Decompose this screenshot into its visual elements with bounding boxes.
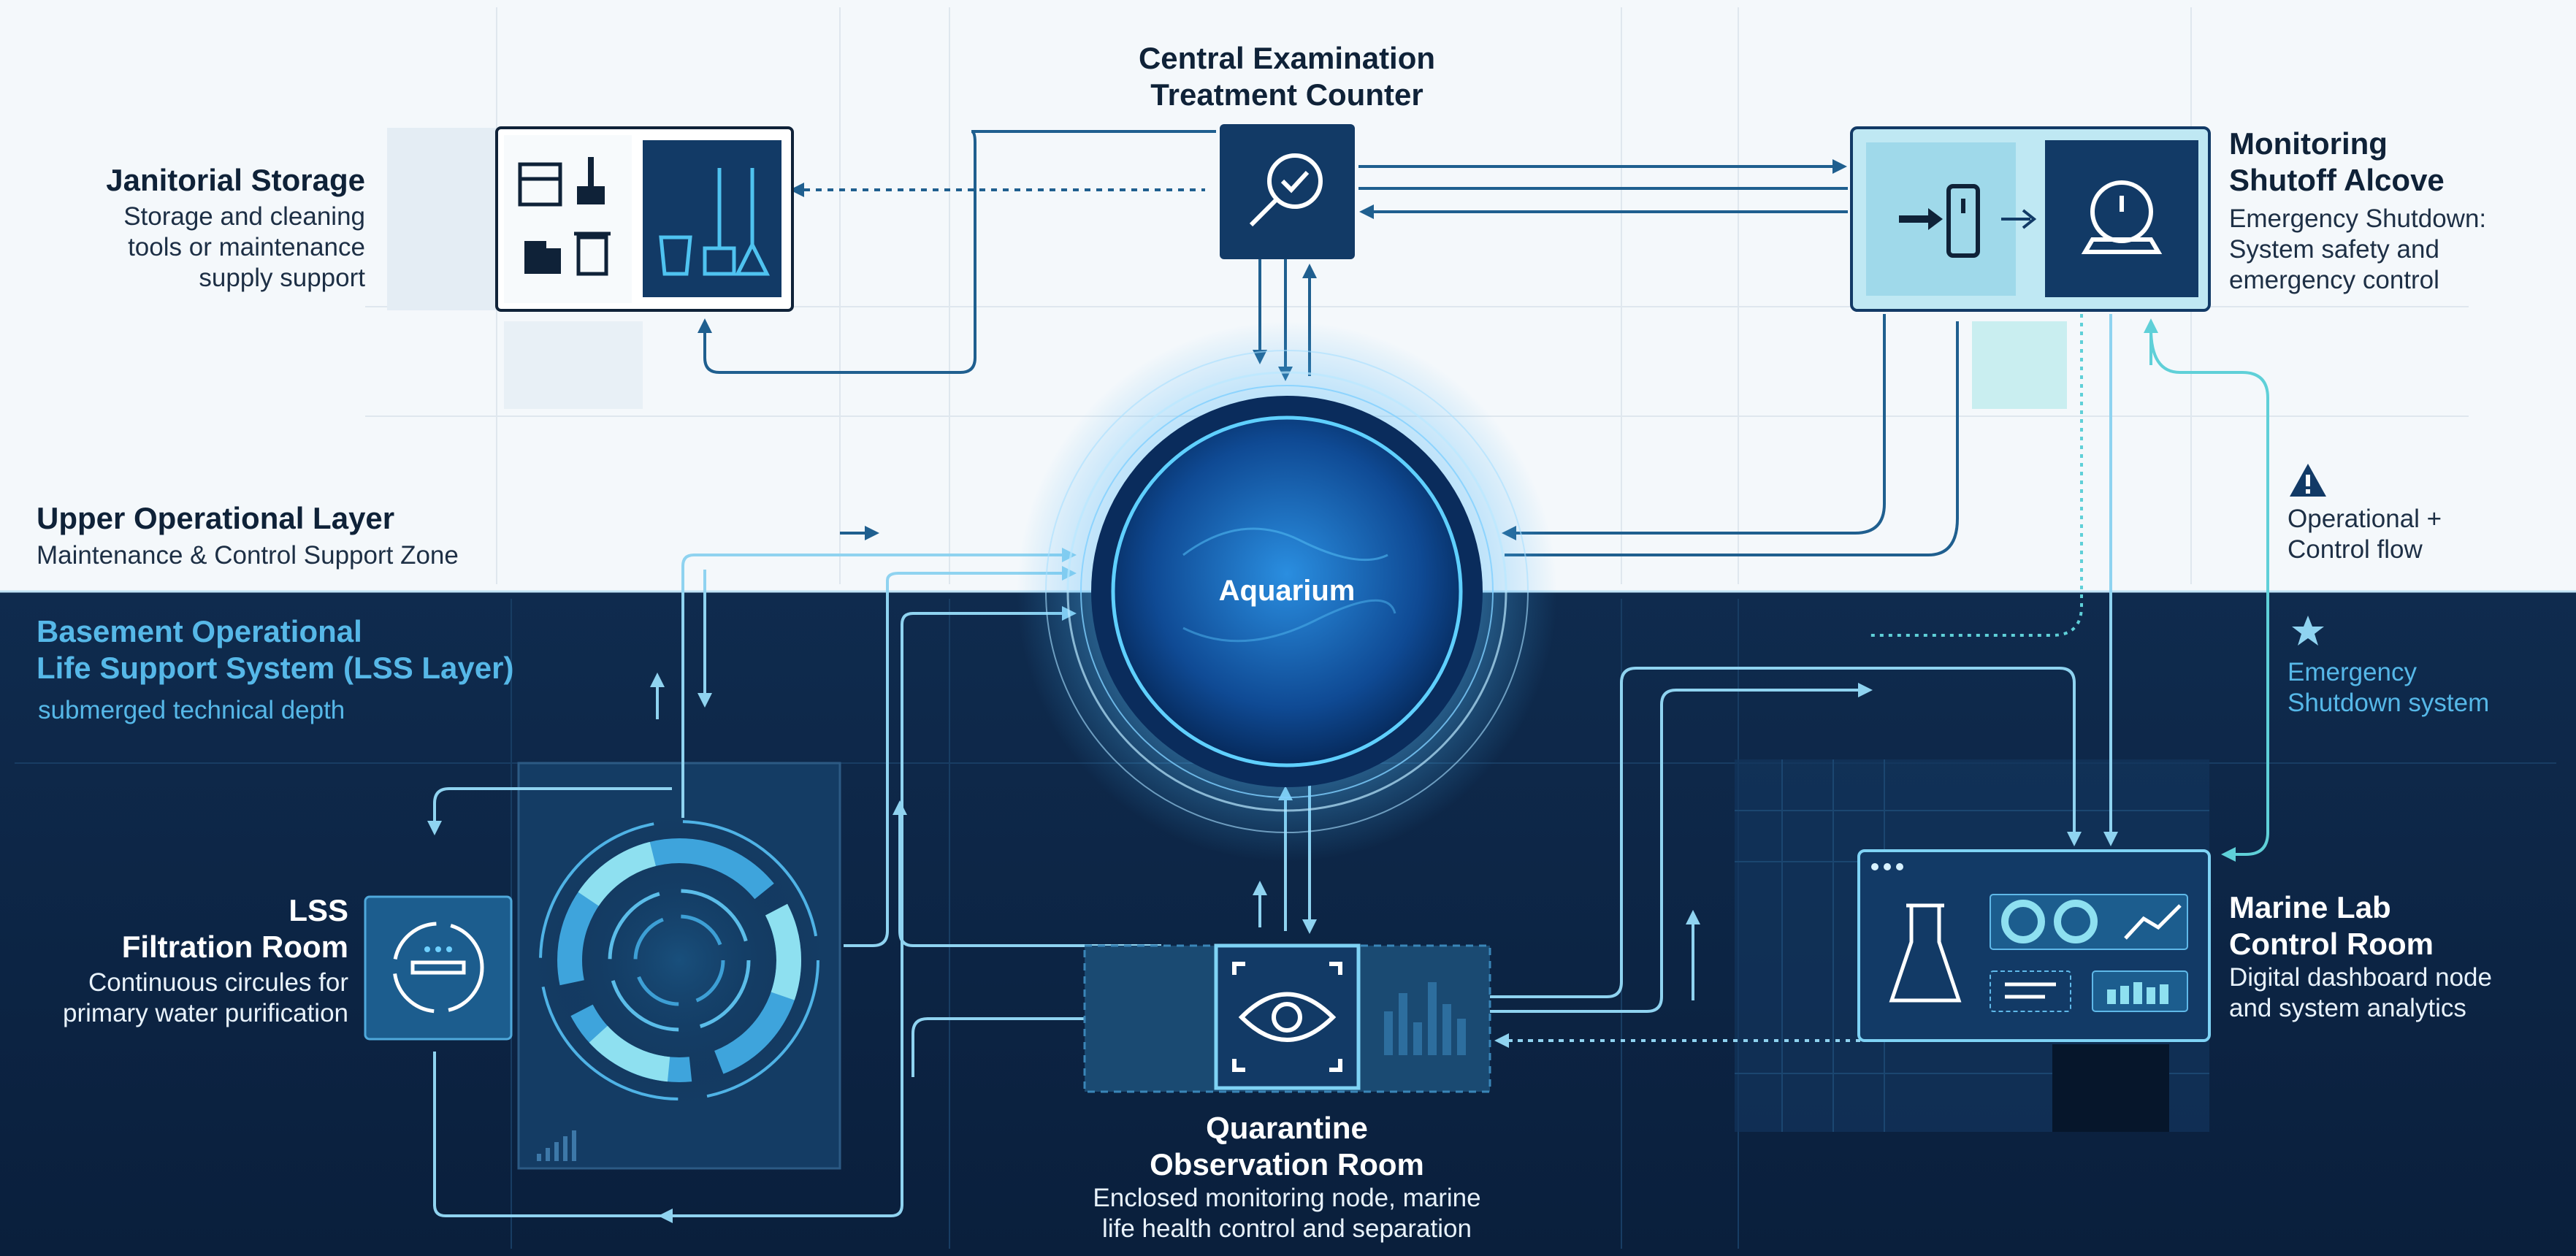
signal-bars-icon xyxy=(537,1130,576,1161)
lss-filtration-node xyxy=(364,895,513,1041)
monitoring-description: Emergency Shutdown: System safety and em… xyxy=(2229,204,2487,294)
marine-lab-grid-dark-cell xyxy=(2052,1044,2169,1132)
spray-bottle-icon xyxy=(524,241,561,274)
upper-layer-title: Upper Operational Layer xyxy=(37,501,395,535)
filtration-cycle-icon xyxy=(392,922,484,1014)
quarantine-description: Enclosed monitoring node, marine life he… xyxy=(1093,1184,1481,1243)
marine-lab-description: Digital dashboard node and system analyt… xyxy=(2229,963,2492,1022)
janitorial-description: Storage and cleaning tools or maintenanc… xyxy=(123,202,365,292)
brush-icon xyxy=(577,157,605,204)
quarantine-node xyxy=(1083,943,1491,1093)
flow-lines-basement xyxy=(427,314,2118,1223)
emergency-star-icon xyxy=(2292,616,2324,646)
examination-title: Central Examination Treatment Counter xyxy=(1138,41,1436,112)
examination-node xyxy=(1220,124,1355,259)
flow-lines-upper xyxy=(697,130,1959,556)
upper-grid-panel-left xyxy=(387,128,497,310)
trend-line-icon xyxy=(2124,904,2182,940)
upper-grid-panel-small xyxy=(504,321,643,409)
monitoring-node xyxy=(1850,126,2211,312)
quarantine-bars-icon xyxy=(1384,982,1466,1055)
janitorial-node xyxy=(495,126,794,312)
legend-operational-flow: Operational + Control flow xyxy=(2288,505,2442,564)
warning-triangle-icon xyxy=(2290,464,2326,497)
cleaning-tools-icon xyxy=(659,168,771,276)
shutoff-switch-icon xyxy=(1899,184,2037,258)
magnifier-check-icon xyxy=(1249,153,1323,227)
basement-layer-subtitle: submerged technical depth xyxy=(38,696,345,724)
filtration-ring-icon xyxy=(539,820,819,1100)
legend-emergency-shutdown: Emergency Shutdown system xyxy=(2288,658,2490,717)
trash-can-icon xyxy=(574,231,611,276)
emergency-lines xyxy=(1870,314,2269,862)
marine-lab-node xyxy=(1857,849,2211,1042)
marine-lab-title: Marine Lab Control Room xyxy=(2229,890,2434,962)
monitoring-title: Monitoring Shutoff Alcove xyxy=(2229,126,2445,198)
emergency-button-icon xyxy=(2081,180,2163,254)
flask-dashboard-icon xyxy=(1889,903,1962,1003)
upper-layer-subtitle: Maintenance & Control Support Zone xyxy=(37,541,459,570)
aquarium xyxy=(1017,321,1557,862)
bar-chart-icon xyxy=(2107,982,2168,1004)
quarantine-title: Quarantine Observation Room xyxy=(1150,1111,1424,1182)
aquarium-label: Aquarium xyxy=(1218,575,1356,607)
eye-icon xyxy=(1232,962,1342,1072)
basement-layer-title: Basement Operational Life Support System… xyxy=(37,614,514,686)
janitorial-title: Janitorial Storage xyxy=(106,163,365,197)
lss-filtration-description: Continuous circules for primary water pu… xyxy=(63,968,348,1027)
donut-chart-icon xyxy=(2001,900,2045,943)
storage-box-icon xyxy=(518,162,562,207)
upper-grid-panel-right xyxy=(1972,321,2067,409)
lss-filtration-title: LSS Filtration Room xyxy=(121,893,348,965)
